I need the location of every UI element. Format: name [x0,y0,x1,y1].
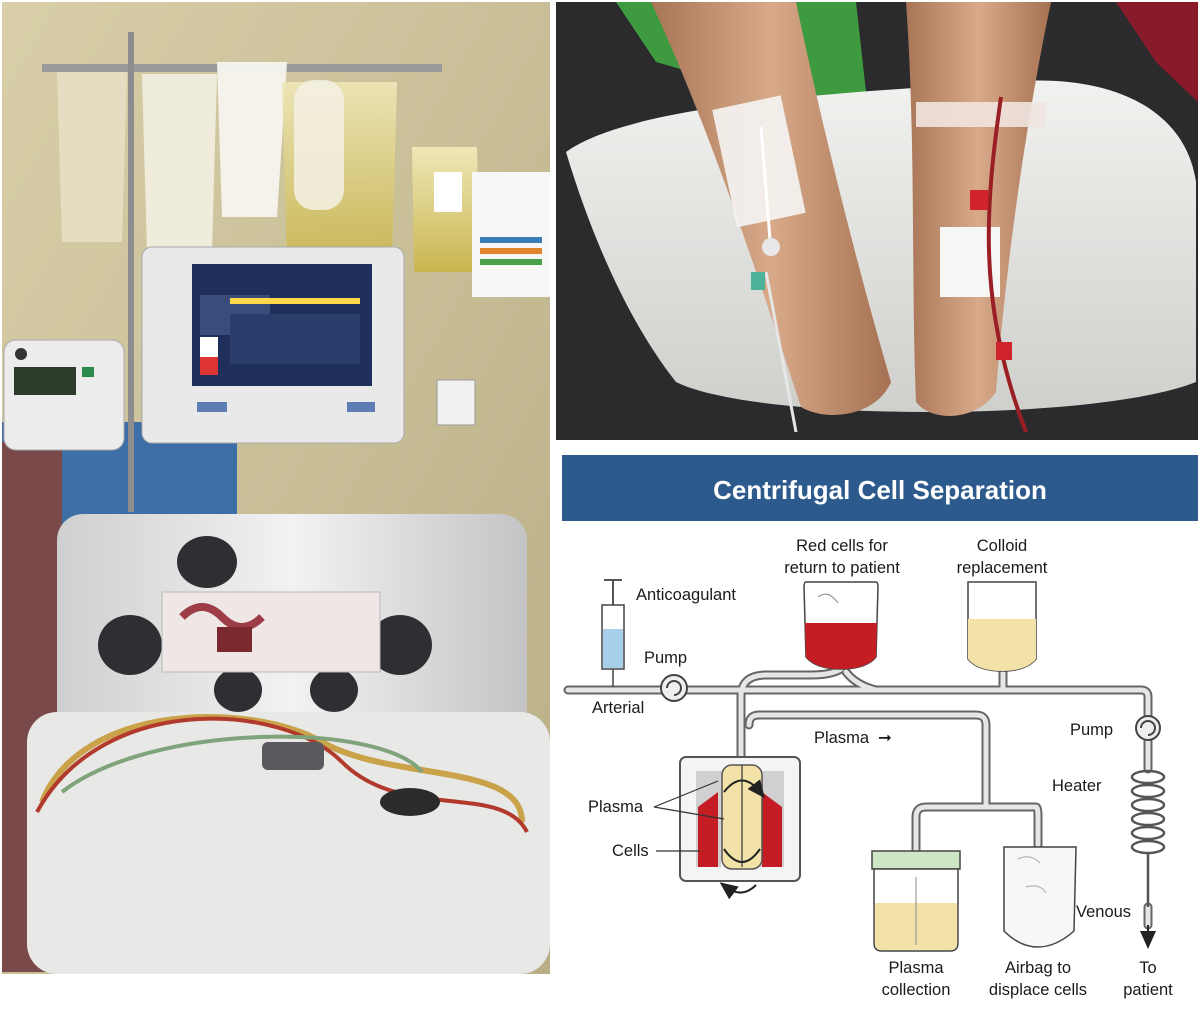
label-heater: Heater [1052,777,1102,795]
label-anticoagulant: Anticoagulant [636,586,736,604]
label-venous: Venous [1076,903,1131,921]
label-airbag-line1: Airbag to [1005,959,1071,977]
centrifuge [679,756,801,900]
colloid-bag [967,581,1037,672]
label-arterial: Arterial [592,699,644,717]
label-plasma-centrifuge: Plasma [588,798,644,816]
plasma-collection-jar [871,850,961,952]
label-colloid-line1: Colloid [977,537,1027,555]
pump-right-icon [1135,715,1161,741]
label-colloid-line2: replacement [957,559,1048,577]
apheresis-machine-photo [2,2,550,974]
centrifugal-cell-separation-diagram: Centrifugal Cell Separation [556,447,1198,1027]
airbag [1003,846,1077,948]
plasma-flow-arrow: ➞ [878,729,892,747]
label-plasma-flow: Plasma [814,729,870,747]
heater-coil [1130,769,1166,907]
label-airbag-line2: displace cells [989,981,1087,999]
tubing [563,664,1153,930]
label-red-cells-line2: return to patient [784,559,900,577]
anticoagulant-syringe [601,579,625,687]
label-to-patient-line2: patient [1123,981,1173,999]
label-red-cells-line1: Red cells for [796,537,888,555]
label-pump-left: Pump [644,649,687,667]
label-pump-right: Pump [1070,721,1113,739]
label-plasma-collection-line1: Plasma [888,959,944,977]
red-cells-bag [803,581,879,670]
diagram-title: Centrifugal Cell Separation [713,475,1047,505]
label-plasma-collection-line2: collection [882,981,951,999]
title-banner [562,455,1198,521]
label-to-patient-line1: To [1139,959,1156,977]
label-cells-centrifuge: Cells [612,842,649,860]
pump-left-icon [660,674,688,702]
patient-arms-photo [556,2,1198,440]
